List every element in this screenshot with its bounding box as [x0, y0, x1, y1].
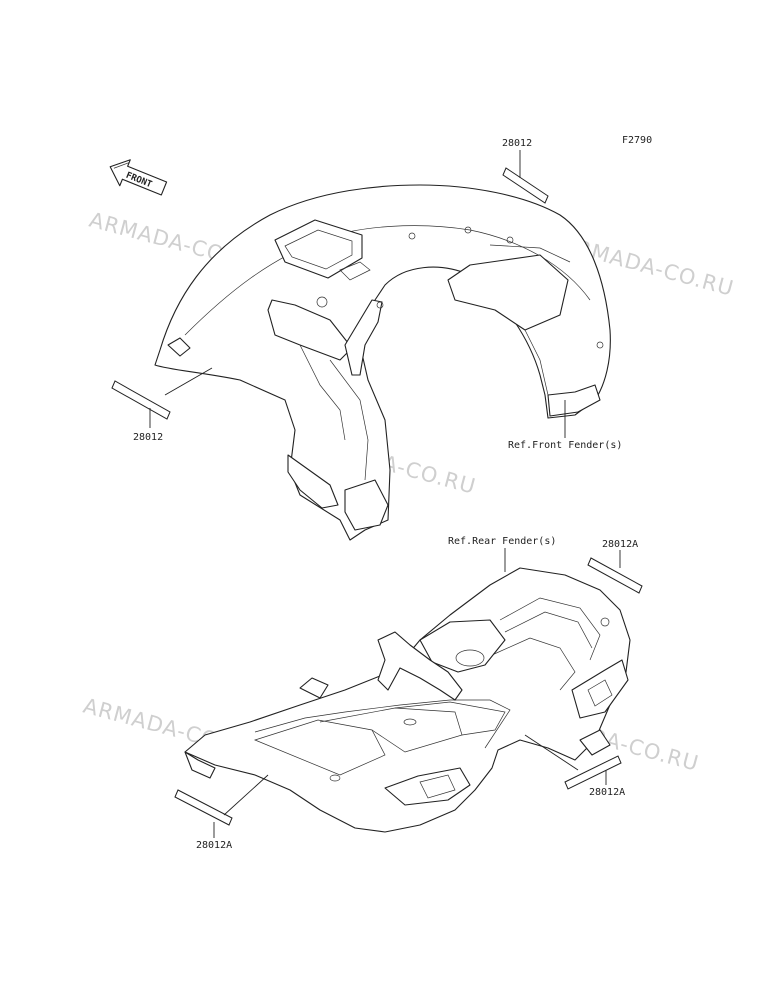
- label-28012A-left: 28012A: [196, 840, 232, 851]
- front-arrow-icon: FRONT: [109, 159, 168, 196]
- front-fender: [154, 184, 611, 541]
- label-28012A-top: 28012A: [602, 539, 638, 550]
- label-28012-top: 28012: [502, 138, 532, 149]
- decal-28012A-right: 28012A: [564, 755, 625, 798]
- decal-28012-left: 28012: [111, 380, 171, 443]
- label-28012A-right: 28012A: [589, 787, 625, 798]
- ref-rear-fender: Ref.Rear Fender(s): [448, 536, 556, 547]
- label-28012-left: 28012: [133, 432, 163, 443]
- decal-28012A-top: 28012A: [587, 539, 643, 594]
- decal-28012A-left: 28012A: [174, 789, 233, 851]
- decal-28012-top: 28012: [502, 138, 549, 204]
- ref-front-fender: Ref.Front Fender(s): [508, 440, 622, 451]
- rear-fender: [184, 567, 631, 833]
- figure-code: F2790: [622, 135, 652, 146]
